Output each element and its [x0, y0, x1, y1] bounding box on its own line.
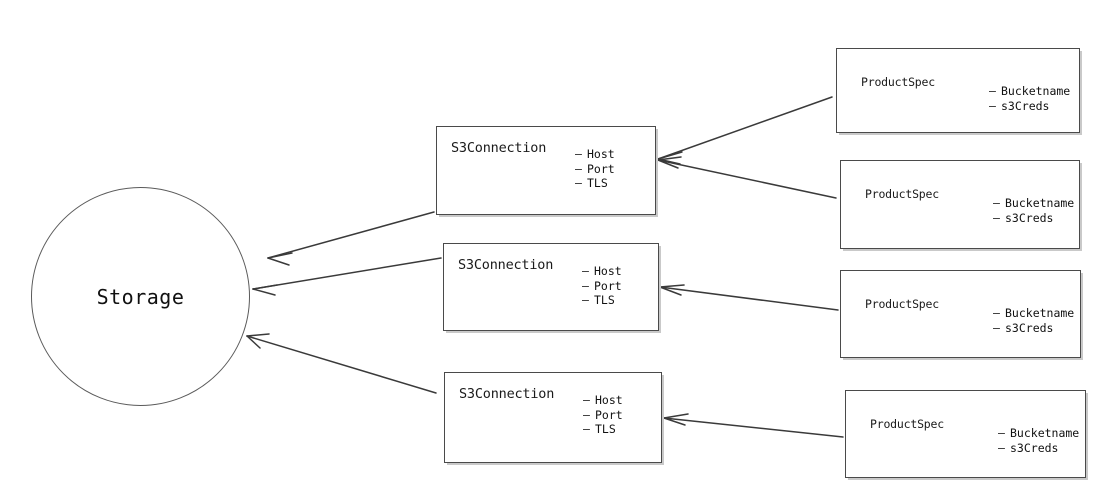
attr-label: TLS	[587, 176, 608, 190]
productspec-box-1[interactable]: ProductSpec –Bucketname –s3Creds	[836, 48, 1080, 133]
s3connection-box-1[interactable]: S3Connection –Host –Port –TLS	[436, 126, 656, 215]
attr-row: –Host	[575, 147, 615, 162]
dash-bullet-icon: –	[582, 264, 589, 278]
productspec-title-4: ProductSpec	[870, 417, 944, 431]
dash-bullet-icon: –	[575, 147, 582, 161]
edge-spec4-to-s3conn3	[663, 413, 844, 438]
storage-label: Storage	[96, 284, 185, 309]
attr-row: –s3Creds	[993, 321, 1074, 336]
s3connection-box-2[interactable]: S3Connection –Host –Port –TLS	[443, 243, 659, 331]
edge-spec3-to-s3conn2	[659, 284, 839, 311]
attr-row: –Host	[583, 393, 623, 408]
attr-row: –s3Creds	[989, 99, 1070, 114]
s3connection-attrs-1: –Host –Port –TLS	[575, 147, 615, 191]
attr-row: –TLS	[583, 422, 623, 437]
productspec-box-2[interactable]: ProductSpec –Bucketname –s3Creds	[840, 160, 1080, 249]
s3connection-title-1: S3Connection	[451, 140, 547, 156]
dash-bullet-icon: –	[575, 161, 582, 176]
attr-label: Host	[587, 147, 615, 161]
s3connection-box-3[interactable]: S3Connection –Host –Port –TLS	[444, 372, 662, 463]
attr-row: –TLS	[582, 293, 622, 308]
attr-row: –s3Creds	[993, 211, 1074, 226]
dash-bullet-icon: –	[993, 320, 1000, 335]
attr-label: Port	[594, 278, 622, 293]
productspec-title-1: ProductSpec	[861, 75, 935, 89]
attr-row: –Bucketname	[989, 84, 1070, 99]
attr-row: –Bucketname	[993, 306, 1074, 321]
attr-label: Port	[595, 407, 623, 422]
attr-label: Host	[594, 264, 622, 278]
attr-label: Port	[587, 161, 615, 176]
attr-label: Host	[595, 393, 623, 407]
s3connection-title-3: S3Connection	[459, 386, 555, 402]
dash-bullet-icon: –	[583, 393, 590, 407]
dash-bullet-icon: –	[575, 176, 582, 190]
dash-bullet-icon: –	[583, 422, 590, 436]
dash-bullet-icon: –	[583, 407, 590, 422]
dash-bullet-icon: –	[989, 98, 996, 113]
attr-label: s3Creds	[1005, 210, 1054, 225]
attr-row: –Host	[582, 264, 622, 279]
edge-s3conn1-to-storage	[267, 211, 435, 266]
s3connection-attrs-3: –Host –Port –TLS	[583, 393, 623, 437]
dash-bullet-icon: –	[993, 306, 1000, 320]
storage-circle[interactable]: Storage	[31, 187, 250, 406]
attr-label: Bucketname	[1005, 306, 1075, 320]
edge-s3conn2-to-storage	[252, 257, 442, 296]
attr-label: Bucketname	[1001, 84, 1071, 98]
productspec-attrs-3: –Bucketname –s3Creds	[993, 306, 1074, 335]
dash-bullet-icon: –	[582, 293, 589, 307]
attr-label: s3Creds	[1010, 440, 1059, 455]
attr-row: –Bucketname	[998, 426, 1079, 441]
attr-label: TLS	[595, 422, 616, 436]
s3connection-attrs-2: –Host –Port –TLS	[582, 264, 622, 308]
dash-bullet-icon: –	[993, 196, 1000, 210]
attr-row: –s3Creds	[998, 441, 1079, 456]
attr-label: TLS	[594, 293, 615, 307]
productspec-attrs-2: –Bucketname –s3Creds	[993, 196, 1074, 225]
edge-spec2-to-s3conn1	[657, 156, 837, 199]
attr-label: Bucketname	[1010, 426, 1080, 440]
edge-spec1-to-s3conn1	[657, 96, 833, 165]
attr-label: s3Creds	[1005, 320, 1054, 335]
productspec-title-2: ProductSpec	[865, 187, 939, 201]
attr-row: –Bucketname	[993, 196, 1074, 211]
attr-label: Bucketname	[1005, 196, 1075, 210]
productspec-box-3[interactable]: ProductSpec –Bucketname –s3Creds	[840, 270, 1081, 358]
productspec-attrs-1: –Bucketname –s3Creds	[989, 84, 1070, 113]
dash-bullet-icon: –	[998, 440, 1005, 455]
dash-bullet-icon: –	[582, 278, 589, 293]
productspec-box-4[interactable]: ProductSpec –Bucketname –s3Creds	[845, 390, 1086, 478]
dash-bullet-icon: –	[993, 210, 1000, 225]
productspec-attrs-4: –Bucketname –s3Creds	[998, 426, 1079, 455]
attr-row: –Port	[575, 162, 615, 177]
attr-row: –Port	[583, 408, 623, 423]
attr-row: –Port	[582, 279, 622, 294]
dash-bullet-icon: –	[989, 84, 996, 98]
edge-s3conn3-to-storage	[246, 333, 437, 394]
s3connection-title-2: S3Connection	[458, 257, 554, 273]
attr-label: s3Creds	[1001, 98, 1050, 113]
dash-bullet-icon: –	[998, 426, 1005, 440]
attr-row: –TLS	[575, 176, 615, 191]
productspec-title-3: ProductSpec	[865, 297, 939, 311]
